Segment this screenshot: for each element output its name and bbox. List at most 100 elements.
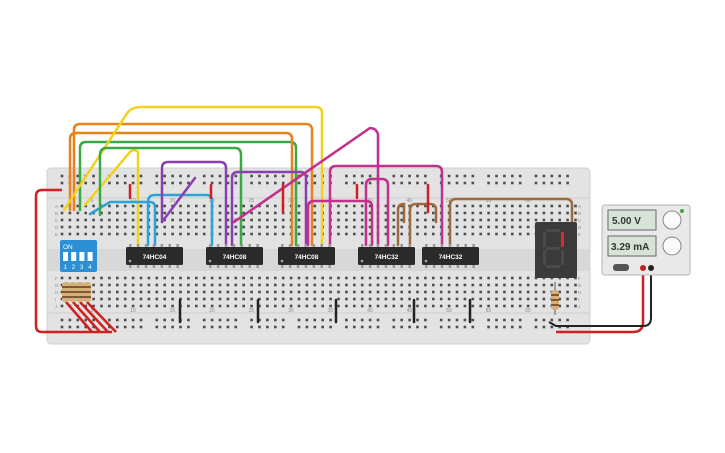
wire-red-left-loop[interactable]	[34, 188, 112, 334]
dip-toggle-1[interactable]	[63, 252, 68, 261]
wire-orange-2[interactable]	[72, 122, 314, 247]
row-letter: C	[578, 218, 582, 223]
current-display	[607, 235, 657, 257]
row-letter: F	[55, 276, 58, 281]
row-letter: G	[578, 283, 582, 288]
column-number: 35	[328, 308, 334, 314]
dip-position-label: 1	[64, 265, 68, 271]
row-letter: A	[55, 204, 58, 209]
column-number: 20	[209, 308, 215, 314]
dip-position-label: 4	[88, 265, 92, 271]
positive-terminal[interactable]	[640, 265, 646, 271]
wire-brown-1[interactable]	[408, 202, 438, 247]
jumper-wires	[62, 105, 574, 247]
column-number: 45	[407, 308, 413, 314]
ic-chips: 74HC04 74HC08 74HC08 74HC32 74HC32	[126, 244, 479, 268]
column-number: 15	[170, 198, 176, 204]
column-number: 15	[170, 308, 176, 314]
ic-chip-label: 74HC32	[375, 254, 399, 261]
column-number: 45	[407, 198, 413, 204]
wire-magenta-1[interactable]	[232, 126, 380, 247]
row-letter: E	[578, 232, 581, 237]
power-supply[interactable]: 5.00 V 3.29 mA	[601, 204, 691, 276]
wire-purple-2[interactable]	[160, 176, 197, 224]
dip-switch-on-label: ON	[63, 244, 73, 251]
power-jumpers	[128, 183, 472, 324]
wire-purple-3[interactable]	[230, 170, 308, 247]
current-knob[interactable]	[662, 236, 682, 256]
ic-chip-label: 74HC08	[223, 254, 247, 261]
wire-brown-2[interactable]	[448, 197, 574, 247]
row-letter: J	[578, 304, 580, 309]
power-led	[680, 209, 684, 213]
row-letter: H	[55, 290, 58, 295]
wire-supply-positive[interactable]	[556, 268, 645, 334]
wire-magenta-3[interactable]	[306, 199, 374, 247]
pull-down-resistors	[62, 282, 91, 302]
wire-magenta-2[interactable]	[328, 164, 444, 247]
column-number: 60	[525, 198, 531, 204]
wire-brown-3[interactable]	[396, 202, 406, 247]
ic-chip-2[interactable]: 74HC08	[206, 244, 263, 268]
ic-chip-label: 74HC32	[439, 254, 463, 261]
seven-segment-display[interactable]: 1	[535, 222, 577, 278]
ic-chip-label: 74HC08	[295, 254, 319, 261]
voltage-display	[607, 209, 657, 231]
column-number: 10	[130, 308, 136, 314]
row-letter: D	[578, 225, 582, 230]
column-number: 40	[367, 308, 373, 314]
wire-purple-1[interactable]	[160, 160, 228, 247]
resistor-lead-1[interactable]	[65, 301, 93, 333]
column-number: 5	[91, 308, 94, 314]
wire-supply-negative[interactable]	[548, 268, 652, 327]
wire-yellow-1[interactable]	[62, 105, 324, 247]
column-number: 50	[446, 198, 452, 204]
resistor-lead-2[interactable]	[72, 301, 101, 333]
display-resistor[interactable]	[551, 282, 559, 315]
voltage-readout: 5.00 V	[612, 216, 641, 227]
power-switch[interactable]	[613, 264, 629, 271]
dip-toggle-4[interactable]	[87, 252, 93, 261]
dip-position-label: 3	[80, 265, 84, 271]
current-readout: 3.29 mA	[611, 242, 649, 253]
column-numbers-bottom: 5 10 15 20 25 30 35 40 45 50 55 60	[91, 308, 531, 314]
row-letter: A	[578, 204, 581, 209]
row-letter: J	[55, 304, 57, 309]
dip-toggle-3[interactable]	[79, 252, 85, 261]
dip-toggle-2[interactable]	[71, 252, 77, 261]
column-number: 5	[91, 198, 94, 204]
row-letter: B	[578, 211, 581, 216]
row-letter: B	[55, 211, 58, 216]
wire-red-resistor-leads	[65, 301, 117, 333]
column-number: 25	[249, 198, 255, 204]
column-number: 55	[486, 308, 492, 314]
ic-chip-1[interactable]: 74HC04	[126, 244, 183, 268]
column-number: 50	[446, 308, 452, 314]
row-letter: F	[578, 276, 581, 281]
row-letter: E	[55, 232, 58, 237]
wire-orange-1[interactable]	[68, 131, 294, 247]
row-letter: G	[55, 283, 59, 288]
row-letter: D	[55, 225, 59, 230]
wire-cyan[interactable]	[88, 200, 157, 247]
voltage-knob[interactable]	[662, 210, 682, 230]
ic-chip-3[interactable]: 74HC08	[278, 244, 335, 268]
ic-chip-5[interactable]: 74HC32	[422, 244, 479, 268]
ic-chip-label: 74HC04	[143, 254, 167, 261]
wire-magenta-4[interactable]	[364, 177, 390, 247]
seven-segment-off-segments	[543, 229, 560, 268]
resistor-lead-3[interactable]	[79, 301, 109, 333]
column-number: 30	[288, 308, 294, 314]
column-number: 55	[486, 198, 492, 204]
column-number: 25	[249, 308, 255, 314]
wire-green[interactable]	[78, 140, 298, 247]
row-letter: I	[55, 297, 56, 302]
wire-yellow-2[interactable]	[83, 148, 140, 247]
ic-chip-4[interactable]: 74HC32	[358, 244, 415, 268]
negative-terminal[interactable]	[648, 265, 654, 271]
wire-green-2[interactable]	[98, 146, 243, 247]
resistor-lead-4[interactable]	[86, 301, 117, 333]
column-number: 60	[525, 308, 531, 314]
